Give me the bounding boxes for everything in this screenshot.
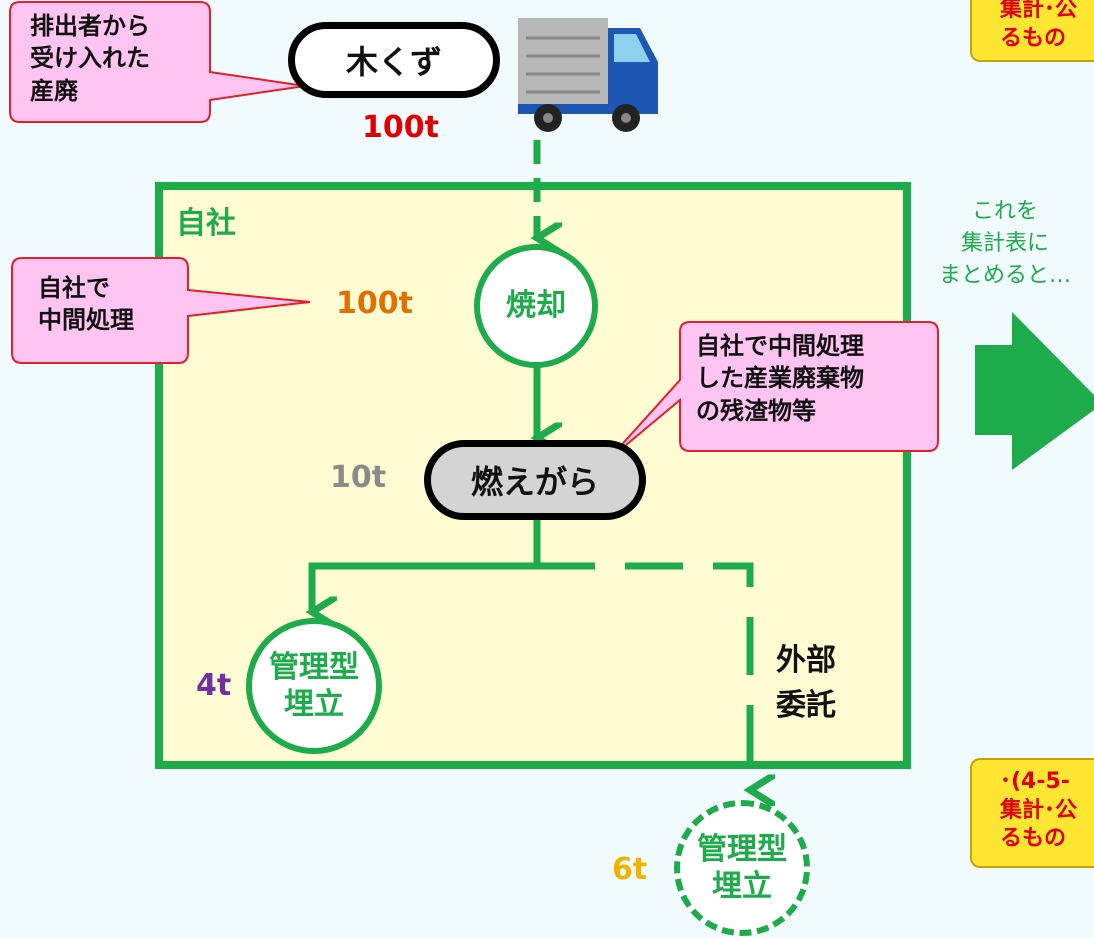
ash-node: 燃えがら xyxy=(424,440,646,520)
company-label: 自社 xyxy=(176,206,236,241)
incinerate-label: 焼却 xyxy=(506,288,566,324)
note-bottom-box: ･(4-5- 集計･公 るもの xyxy=(970,758,1094,868)
wood-waste-node: 木くず xyxy=(288,22,500,98)
big-right-arrow-icon xyxy=(975,312,1094,470)
incinerate-node: 焼却 xyxy=(474,244,598,368)
residue-callout-text: 自社で中間処理 した産業廃棄物 の残渣物等 xyxy=(696,332,864,425)
outsource-label: 外部 委託 xyxy=(776,643,836,723)
truck-icon xyxy=(518,18,658,132)
landfill-in-label: 管理型 埋立 xyxy=(269,649,359,723)
note-top-text: 集計･公 るもの xyxy=(1000,0,1078,51)
note-top-box: 集計･公 るもの xyxy=(970,0,1094,62)
callout-residue-bubble xyxy=(607,321,939,461)
process-weight: 100t xyxy=(336,286,413,321)
landfill-in-node: 管理型 埋立 xyxy=(246,618,382,754)
summary-text: これを 集計表に まとめると… xyxy=(938,199,1071,288)
wood-waste-label: 木くず xyxy=(345,43,442,81)
process-callout-text: 自社で 中間処理 xyxy=(38,274,134,335)
landfill-out-node: 管理型 埋立 xyxy=(674,800,810,936)
landfill-out-weight: 6t xyxy=(612,852,648,887)
callout-process-bubble xyxy=(11,257,311,364)
callout-source-bubble xyxy=(9,1,306,123)
note-bottom-text: ･(4-5- 集計･公 るもの xyxy=(1000,769,1078,852)
ash-label: 燃えがら xyxy=(470,463,599,501)
residue-weight: 10t xyxy=(330,460,387,495)
flow-ash-to-outsource xyxy=(537,562,750,790)
landfill-in-weight: 4t xyxy=(196,668,232,703)
source-callout-text: 排出者から 受け入れた 産廃 xyxy=(30,12,150,105)
flow-ash-to-landfill-in xyxy=(312,515,541,612)
landfill-out-label: 管理型 埋立 xyxy=(697,831,787,905)
source-weight: 100t xyxy=(362,110,439,145)
